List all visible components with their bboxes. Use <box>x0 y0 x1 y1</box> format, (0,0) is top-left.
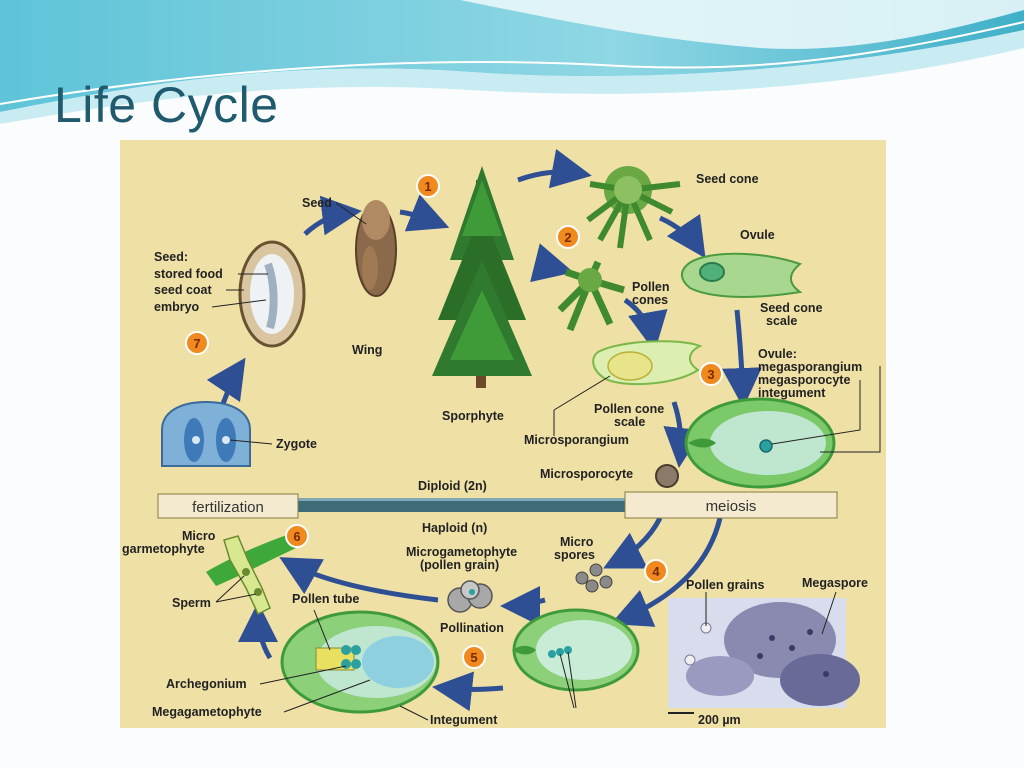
ovule-megasporangium-illustration <box>684 397 836 489</box>
cycle-arrows <box>206 148 762 712</box>
svg-text:1: 1 <box>424 179 431 194</box>
seed-cone-illustration <box>586 166 681 249</box>
life-cycle-diagram: fertilization meiosis Diploid (2n) Haplo… <box>120 140 886 728</box>
pollen-cone-scale-label-line1: Pollen cone <box>594 402 664 416</box>
micro-garmetophyte-label-line1: Micro <box>182 529 216 543</box>
step-badge-4: 4 <box>644 559 668 583</box>
microsporangium-label: Microsporangium <box>524 433 629 447</box>
meiosis-box <box>624 491 838 519</box>
sporophyte-tree-illustration <box>432 166 532 388</box>
svg-text:2: 2 <box>564 230 571 245</box>
archegonium-label: Archegonium <box>166 677 247 691</box>
pollen-grains-label: Pollen grains <box>686 578 765 592</box>
step-badge-1: 1 <box>416 174 440 198</box>
integument-bottom-label: Integument <box>430 713 498 727</box>
megasporocyte-label: megasporocyte <box>758 373 850 387</box>
ovule-illustration <box>680 252 803 298</box>
slide-title: Life Cycle <box>54 77 279 133</box>
pollen-tube-label: Pollen tube <box>292 592 359 606</box>
female-gametophyte-illustration <box>280 610 440 714</box>
sporophyte-label: Sporphyte <box>442 409 504 423</box>
micro-spores-label-line2: spores <box>554 548 595 562</box>
seed-cone-label: Seed cone <box>696 172 759 186</box>
step-badge-7: 7 <box>185 331 209 355</box>
integument-top-label: integument <box>758 386 826 400</box>
stored-food-label: stored food <box>154 267 223 281</box>
seed-cone-scale-label-line2: scale <box>766 314 797 328</box>
svg-text:4: 4 <box>652 564 660 579</box>
haploid-label: Haploid (n) <box>422 521 487 535</box>
step-badge-3: 3 <box>699 362 723 386</box>
fertilization-label: fertilization <box>192 499 264 516</box>
microgametophyte-label-line2: (pollen grain) <box>420 558 499 572</box>
meiosis-label: meiosis <box>706 498 757 515</box>
micro-spores-label-line1: Micro <box>560 535 594 549</box>
winged-seed-illustration <box>355 200 397 297</box>
seed-top-label: Seed <box>302 196 332 210</box>
svg-text:6: 6 <box>293 529 300 544</box>
ovule-label: Ovule <box>740 228 775 242</box>
svg-text:3: 3 <box>707 367 714 382</box>
pollination-label: Pollination <box>440 621 504 635</box>
seed-cone-scale-label-line1: Seed cone <box>760 301 823 315</box>
fertilization-box <box>157 493 299 519</box>
pollinated-ovule-illustration <box>512 608 640 692</box>
pollen-cones-label-line2: cones <box>632 293 668 307</box>
seed-section-illustration <box>238 240 306 348</box>
zygote-label: Zygote <box>276 437 317 451</box>
wing-label: Wing <box>352 343 382 357</box>
sperm-label: Sperm <box>172 596 211 610</box>
micro-garmetophyte-illustration <box>206 534 296 616</box>
microgametophyte-label-line1: Microgametophyte <box>406 545 517 559</box>
microsporocyte-label: Microsporocyte <box>540 467 633 481</box>
pollen-cone-scale-illustration <box>592 340 703 386</box>
megagametophyte-label: Megagametophyte <box>152 705 262 719</box>
svg-text:7: 7 <box>193 336 200 351</box>
micrograph-image <box>668 598 860 708</box>
pollen-cones-label-line1: Pollen <box>632 280 670 294</box>
ovule-heading-label: Ovule: <box>758 347 797 361</box>
svg-text:5: 5 <box>470 650 477 665</box>
micro-garmetophyte-label-line2: garmetophyte <box>122 542 205 556</box>
megasporangium-label: megasporangium <box>758 360 862 374</box>
pollen-cone-scale-label-line2: scale <box>614 415 645 429</box>
pollen-cones-illustration <box>557 260 625 332</box>
diploid-label: Diploid (2n) <box>418 479 487 493</box>
microsporocyte-cell <box>655 464 679 488</box>
embryo-label: embryo <box>154 300 200 314</box>
step-badge-2: 2 <box>556 225 580 249</box>
step-badge-6: 6 <box>285 524 309 548</box>
megaspore-label: Megaspore <box>802 576 868 590</box>
scale-bar-label: 200 µm <box>698 713 741 727</box>
pollen-grain-illustration <box>447 580 493 613</box>
step-badge-5: 5 <box>462 645 486 669</box>
seed-coat-label: seed coat <box>154 283 213 297</box>
zygote-illustration <box>161 400 251 467</box>
microspores-illustration <box>575 563 613 593</box>
seed-heading-label: Seed: <box>154 250 188 264</box>
